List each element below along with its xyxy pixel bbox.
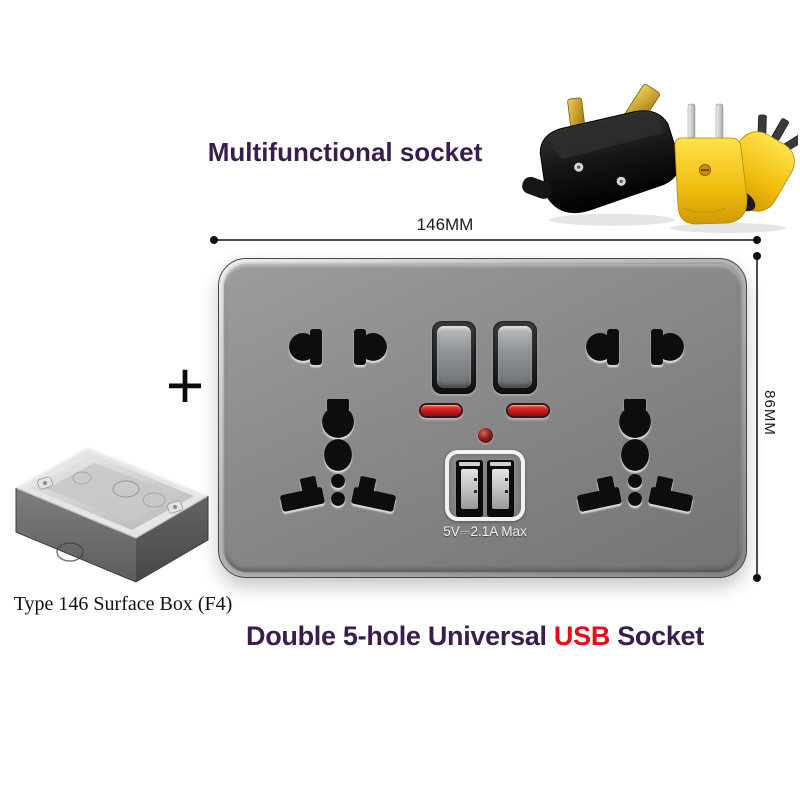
dimension-endpoint-dot [753,574,761,582]
dimension-endpoint-dot [753,236,761,244]
footer-title: Double 5-hole Universal USB Socket [246,621,704,652]
box-front-face [16,488,136,582]
footer-title-suffix: Socket [610,621,704,651]
power-led [478,428,493,443]
usb-ports-frame [445,450,525,521]
usb-port-right [487,460,514,517]
uk-plug-screws [574,162,626,186]
rocker-left [437,326,471,388]
yellow-plugs-shadow [670,223,786,233]
height-dimension-line [753,252,761,582]
rocker-right [498,326,532,388]
uk-plug-shadow [549,213,675,226]
width-dimension-label: 146MM [416,215,474,234]
box-inner-bottom [46,463,180,522]
box-knockouts [56,471,166,562]
usb-shell-top [459,462,480,466]
rocker-switch-left [432,321,476,394]
universal-socket-left [280,329,396,512]
socket-panel: 5V⎓2.1A Max [218,258,747,578]
socket-panel-face: 5V⎓2.1A Max [224,264,741,572]
neon-indicator-right [506,403,550,418]
surface-box-image [15,446,209,583]
height-dimension-label: 86MM [761,390,778,436]
uk-plug-top-face [550,113,664,160]
dimension-endpoint-dot [753,252,761,260]
uk-plug-cable [522,176,552,199]
usb-port-left [456,460,483,517]
universal-socket-right [577,329,693,512]
usb-tongue [492,469,509,509]
usb-rating-label: 5V⎓2.1A Max [443,524,527,539]
width-dimension-line [210,236,761,244]
plus-icon: + [165,348,205,422]
usb-shell-top [490,462,511,466]
dimension-endpoint-dot [210,236,218,244]
footer-title-usb: USB [553,621,611,651]
box-rim-edge [15,487,209,539]
rocker-switch-right [493,321,537,394]
us-plug [674,103,748,225]
socket-holes [577,329,693,512]
box-rim-highlight [15,446,209,497]
usb-tongue [461,469,478,509]
neon-indicator-left [419,403,463,418]
page-title: Multifunctional socket [207,137,483,167]
footer-title-prefix: Double 5-hole Universal [246,621,554,651]
socket-holes [280,329,396,512]
box-screw-bosses [37,476,183,514]
uk-plug-image [522,84,680,226]
box-outline [15,488,209,583]
yellow-plugs-image [670,103,798,233]
surface-box-caption: Type 146 Surface Box (F4) [13,593,233,615]
box-right-face [136,496,208,582]
